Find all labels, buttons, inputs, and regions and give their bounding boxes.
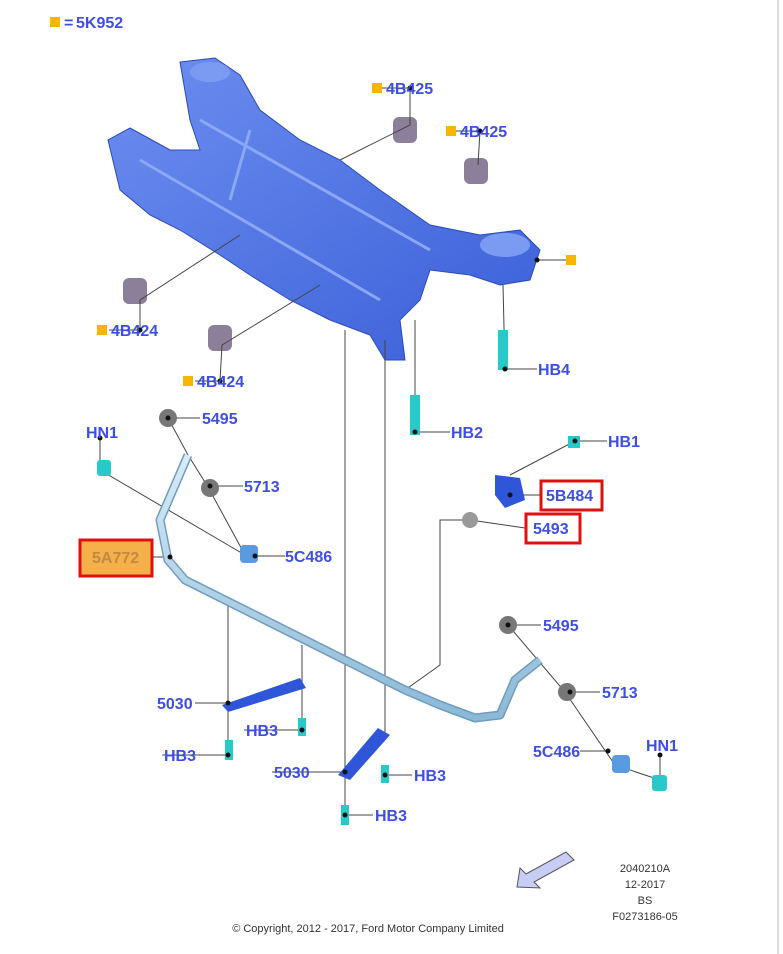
leader-dots [97,85,663,818]
small-parts [97,330,667,825]
legend-symbol: = [64,15,73,32]
drawing-date: 12-2017 [625,879,665,891]
part-label[interactable]: 5495 [202,411,238,428]
marker-square [97,325,107,335]
drawing-code: 2040210A [620,863,671,875]
part-label[interactable]: 5713 [244,479,280,496]
part-label[interactable]: 5493 [533,521,569,538]
highlight-5b484 [539,479,604,512]
part-label[interactable]: 5C486 [285,549,332,566]
part-label[interactable]: HB3 [414,768,446,785]
part-label[interactable]: HB3 [375,808,407,825]
part-label[interactable]: 4B425 [460,124,507,141]
part-label[interactable]: 5030 [157,696,193,713]
marker-square [566,255,576,265]
marker-square [183,376,193,386]
drawing-author: BS [638,895,653,907]
part-label[interactable]: HB3 [246,723,278,740]
part-label[interactable]: 4B425 [386,81,433,98]
highlight-5493 [524,512,582,545]
part-label[interactable]: 4B424 [197,374,244,391]
direction-arrow-icon [516,851,575,889]
part-label[interactable]: HN1 [646,738,678,755]
part-label[interactable]: 5495 [543,618,579,635]
bushings [123,117,488,351]
marker-square [446,126,456,136]
highlight-5a772 [78,538,154,578]
stabilizer-bar [155,453,543,723]
part-label[interactable]: 5B484 [546,488,593,505]
part-label[interactable]: HN1 [86,425,118,442]
part-label[interactable]: HB1 [608,434,640,451]
part-label[interactable]: 4B424 [111,323,158,340]
copyright: © Copyright, 2012 - 2017, Ford Motor Com… [232,923,504,935]
part-label[interactable]: HB4 [538,362,570,379]
part-label[interactable]: 5C486 [533,744,580,761]
front-subframe [107,57,541,361]
part-label[interactable]: 5713 [602,685,638,702]
part-label[interactable]: 5030 [274,765,310,782]
part-label[interactable]: 5A772 [92,550,139,567]
part-label[interactable]: HB2 [451,425,483,442]
part-label[interactable]: HB3 [164,748,196,765]
legend-part: 5K952 [76,15,123,32]
drawing-number: F0273186-05 [612,911,677,923]
marker-square [372,83,382,93]
legend-square [50,17,60,27]
